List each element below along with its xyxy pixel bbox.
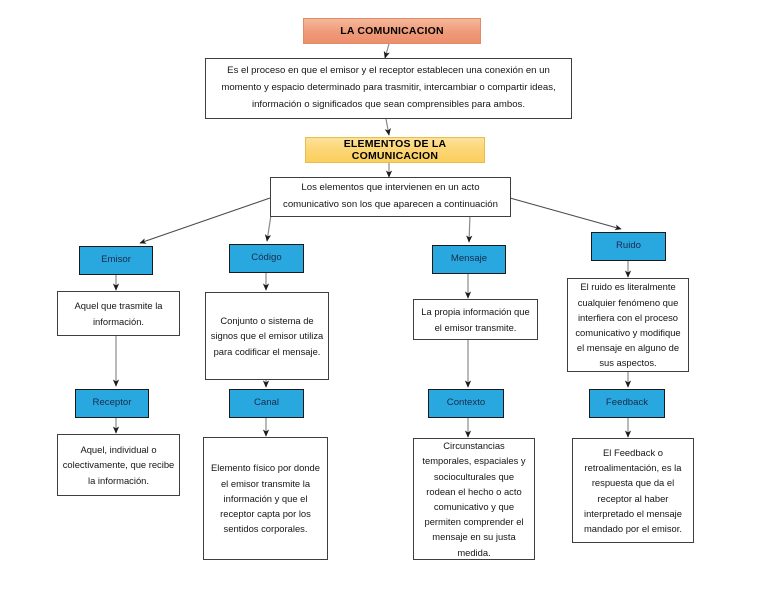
node-mensaje-description-text: La propia información que el emisor tran…	[421, 306, 530, 333]
edge-intro-to-codigo	[264, 214, 272, 242]
node-receptor[interactable]: Receptor	[75, 389, 149, 418]
edge-definition-to-subtitle	[384, 118, 391, 136]
node-codigo[interactable]: Código	[229, 244, 304, 273]
node-emisor-description-text: Aquel que trasmite la información.	[74, 300, 163, 327]
node-feedback-label: Feedback	[605, 397, 649, 409]
node-mensaje-description: La propia información que el emisor tran…	[413, 299, 538, 340]
elements-intro-text: Los elementos que intervienen en un acto…	[283, 182, 498, 210]
node-canal-label: Canal	[253, 397, 280, 409]
node-contexto-description-text: Circunstancias temporales, espaciales y …	[422, 440, 526, 558]
title-text: LA COMUNICACION	[340, 25, 444, 37]
node-receptor-description-text: Aquel, individual o colectivamente, que …	[62, 444, 175, 486]
node-emisor-label: Emisor	[101, 254, 131, 266]
edge-intro-to-mensaje	[466, 214, 473, 243]
node-ruido-description: El ruido es literalmente cualquier fenóm…	[567, 278, 689, 372]
node-mensaje-label: Mensaje	[450, 253, 488, 265]
node-mensaje[interactable]: Mensaje	[432, 245, 506, 274]
node-receptor-label: Receptor	[92, 397, 132, 409]
node-codigo-description-text: Conjunto o sistema de signos que el emis…	[210, 315, 324, 357]
node-codigo-description: Conjunto o sistema de signos que el emis…	[205, 292, 329, 380]
node-feedback-description: El Feedback o retroalimentación, es la r…	[572, 438, 694, 543]
node-canal[interactable]: Canal	[229, 389, 304, 418]
title-banner: LA COMUNICACION	[303, 18, 481, 44]
node-receptor-description: Aquel, individual o colectivamente, que …	[57, 434, 180, 496]
node-emisor-description: Aquel que trasmite la información.	[57, 291, 180, 336]
node-contexto-description: Circunstancias temporales, espaciales y …	[413, 438, 535, 560]
node-contexto-label: Contexto	[446, 397, 486, 409]
edge-intro-to-emisor	[139, 197, 271, 244]
node-contexto[interactable]: Contexto	[428, 389, 504, 418]
node-canal-description-text: Elemento físico por donde el emisor tran…	[211, 462, 320, 535]
elements-intro-box: Los elementos que intervienen en un acto…	[270, 177, 511, 217]
node-canal-description: Elemento físico por donde el emisor tran…	[203, 437, 328, 560]
edge-intro-to-ruido	[509, 197, 622, 231]
edge-title-to-definition	[383, 43, 390, 59]
node-feedback-description-text: El Feedback o retroalimentación, es la r…	[584, 446, 682, 534]
node-emisor[interactable]: Emisor	[79, 246, 153, 275]
definition-box: Es el proceso en que el emisor y el rece…	[205, 58, 572, 119]
node-ruido-label: Ruido	[615, 240, 642, 252]
node-feedback[interactable]: Feedback	[589, 389, 665, 418]
definition-text: Es el proceso en que el emisor y el rece…	[221, 65, 556, 110]
node-ruido-description-text: El ruido es literalmente cualquier fenóm…	[575, 281, 681, 369]
node-codigo-label: Código	[251, 252, 282, 264]
subtitle-text: ELEMENTOS DE LA COMUNICACION	[343, 138, 447, 162]
node-ruido[interactable]: Ruido	[591, 232, 666, 261]
subtitle-banner: ELEMENTOS DE LA COMUNICACION	[305, 137, 485, 163]
